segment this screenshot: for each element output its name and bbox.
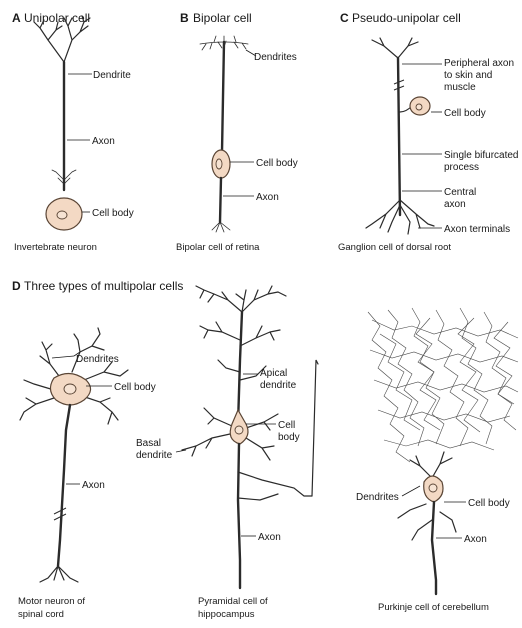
label-cell-body: Cell body <box>256 158 298 169</box>
motor-neuron-caption-1: Motor neuron of <box>18 596 85 607</box>
pyramidal-caption-1: Pyramidal cell of <box>198 596 268 607</box>
pyramidal-caption-2: hippocampus <box>198 609 255 620</box>
purkinje-dendritic-tree <box>368 308 518 462</box>
panel-a-caption: Invertebrate neuron <box>14 242 97 253</box>
panel-d-title: Three types of multipolar cells <box>24 279 183 293</box>
label-peripheral-axon-1: Peripheral axon <box>444 58 514 69</box>
label-cell-2: body <box>278 432 300 443</box>
label-cell-1: Cell <box>278 420 295 431</box>
panel-d-multipolar: D Three types of multipolar cells Dendri… <box>12 279 518 620</box>
label-cell-body: Cell body <box>444 108 486 119</box>
label-axon: Axon <box>92 136 115 147</box>
label-apical-dendrite-2: dendrite <box>260 380 297 391</box>
label-bifurcated-2: process <box>444 162 479 173</box>
label-cell-body: Cell body <box>92 208 134 219</box>
label-axon: Axon <box>464 534 487 545</box>
label-axon: Axon <box>82 480 105 491</box>
panel-d-letter: D <box>12 279 21 293</box>
label-basal-dendrite-2: dendrite <box>136 450 173 461</box>
label-peripheral-axon-3: muscle <box>444 82 476 93</box>
label-central-axon-2: axon <box>444 199 466 210</box>
panel-a-neuron-drawing <box>34 16 90 230</box>
label-bifurcated-1: Single bifurcated <box>444 150 519 161</box>
label-apical-dendrite-1: Apical <box>260 368 287 379</box>
panel-c-pseudo-unipolar: C Pseudo-unipolar cell Peripheral axon t… <box>338 11 519 253</box>
panel-a-letter: A <box>12 11 21 25</box>
panel-b-bipolar: B Bipolar cell Dendrites Cell body Axon … <box>176 11 298 253</box>
label-dendrites: Dendrites <box>254 52 297 63</box>
purkinje-cell: Dendrites Cell body Axon Purkinje cell o… <box>356 308 518 613</box>
purkinje-caption: Purkinje cell of cerebellum <box>378 602 489 613</box>
pyramidal-cell: Apical dendrite Cell body Basal dendrite… <box>136 286 318 620</box>
label-axon: Axon <box>256 192 279 203</box>
label-central-axon-1: Central <box>444 187 476 198</box>
panel-a-title: Unipolar cell <box>24 11 90 25</box>
label-cell-body: Cell body <box>468 498 510 509</box>
motor-neuron: Dendrites Cell body Axon Motor neuron of… <box>18 328 156 620</box>
label-peripheral-axon-2: to skin and <box>444 70 492 81</box>
label-basal-dendrite-1: Basal <box>136 438 161 449</box>
motor-neuron-drawing <box>20 328 128 582</box>
motor-neuron-caption-2: spinal cord <box>18 609 64 620</box>
label-axon-terminals: Axon terminals <box>444 224 510 235</box>
panel-a-labels: Dendrite Axon Cell body <box>67 70 134 219</box>
label-axon: Axon <box>258 532 281 543</box>
panel-b-caption: Bipolar cell of retina <box>176 242 260 253</box>
label-dendrites: Dendrites <box>76 354 119 365</box>
label-cell-body: Cell body <box>114 382 156 393</box>
panel-c-caption: Ganglion cell of dorsal root <box>338 242 451 253</box>
panel-c-labels: Peripheral axon to skin and muscle Cell … <box>402 58 519 235</box>
panel-b-letter: B <box>180 11 189 25</box>
panel-c-neuron-drawing <box>366 38 434 234</box>
purkinje-cell-drawing <box>368 308 518 594</box>
label-dendrite: Dendrite <box>93 70 131 81</box>
panel-c-title: Pseudo-unipolar cell <box>352 11 461 25</box>
panel-b-neuron-drawing <box>200 36 248 232</box>
pyramidal-cell-labels: Apical dendrite Cell body Basal dendrite… <box>136 368 300 543</box>
label-dendrites: Dendrites <box>356 492 399 503</box>
panel-c-letter: C <box>340 11 349 25</box>
panel-a-unipolar: A Unipolar cell Dendrite Axon Cell body … <box>12 11 134 253</box>
panel-b-title: Bipolar cell <box>193 11 252 25</box>
panel-b-labels: Dendrites Cell body Axon <box>223 50 298 203</box>
